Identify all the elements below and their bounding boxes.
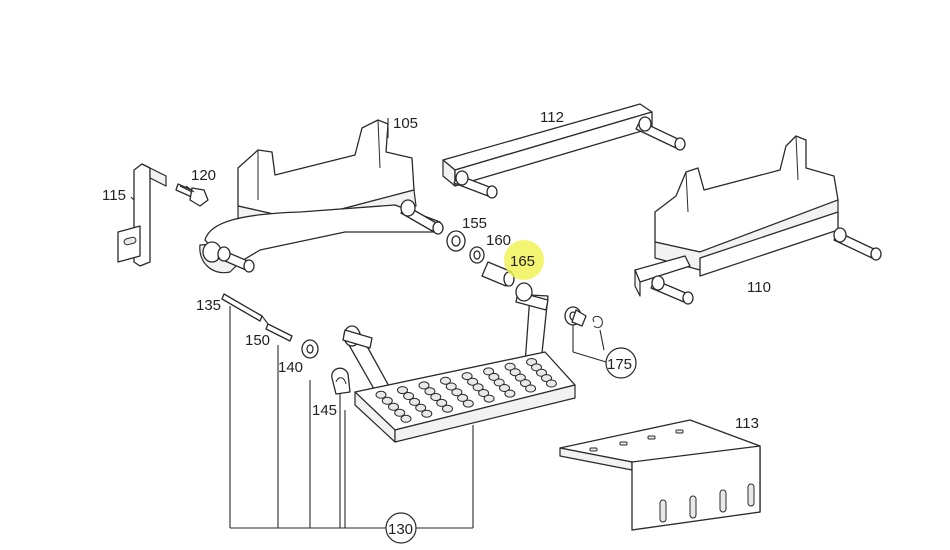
callout-135: 135 [196,297,221,314]
callout-112: 112 [540,109,564,126]
tread-hole [483,367,495,376]
tread-hole [545,379,557,388]
part-115-plate [117,163,167,267]
part-160-washer [469,246,485,264]
part-105-bracket [199,119,444,274]
callout-145: 145 [312,402,337,419]
tread-hole [451,388,463,397]
part-150-pin [265,323,293,342]
callout-175: 175 [607,356,632,373]
callout-140: 140 [278,359,303,376]
callout-165: 165 [510,253,535,270]
part-145-clip [331,367,351,395]
callout-155: 155 [462,215,487,232]
part-155-washer [446,230,466,252]
tread-hole [488,372,500,381]
tread-hole [394,408,406,417]
callout-circle-130 [385,512,417,544]
part-120-bolt [175,183,209,207]
tread-hole [504,362,516,371]
tread-hole [388,402,399,411]
leader-lines [130,118,607,529]
callout-highlight [504,240,544,280]
tread-hole [461,372,473,381]
tread-hole [514,373,526,382]
tread-hole [499,384,510,392]
tread-hole [531,363,542,372]
tread-hole [462,399,474,408]
tread-hole [526,358,538,366]
callout-110: 110 [747,279,771,296]
tread-hole [415,403,427,412]
tread-hole [381,396,393,405]
tread-hole [493,378,505,387]
tread-hole [478,389,490,397]
tread-hole [445,382,457,391]
tread-hole [421,409,433,418]
tread-hole [424,387,436,396]
step-assembly [342,282,576,443]
tread-hole [375,390,387,399]
tread-hole [467,377,479,386]
tread-hole [436,398,448,407]
tread-hole [418,381,430,390]
tread-hole [403,392,415,400]
tread-hole [400,414,412,423]
part-112-bar [442,103,686,199]
tread-hole [509,368,521,377]
callout-120: 120 [191,167,216,184]
part-140-washer [301,339,319,359]
callout-105: 105 [393,115,418,132]
callout-160: 160 [486,232,511,249]
tread-hole [520,379,531,388]
tread-hole [457,393,469,402]
tread-hole [409,397,421,406]
part-175-bushing [564,306,603,329]
tread-hole [483,394,495,403]
tread-hole [504,389,516,398]
tread-hole [472,383,484,392]
tread-hole [440,376,451,385]
callout-115: 115 [102,187,126,204]
step-tread-holes [375,358,557,423]
tread-hole [430,393,442,401]
tread-hole [525,384,537,393]
tread-hole [397,386,408,395]
callout-113: 113 [735,415,759,432]
callout-150: 150 [245,332,270,349]
part-135-pin [221,293,263,322]
part-110-bracket [634,135,882,305]
callout-circle-175 [605,347,637,379]
part-113-cover [559,419,761,531]
callout-130: 130 [388,521,413,538]
tread-hole [442,404,453,413]
tread-hole [541,374,552,383]
